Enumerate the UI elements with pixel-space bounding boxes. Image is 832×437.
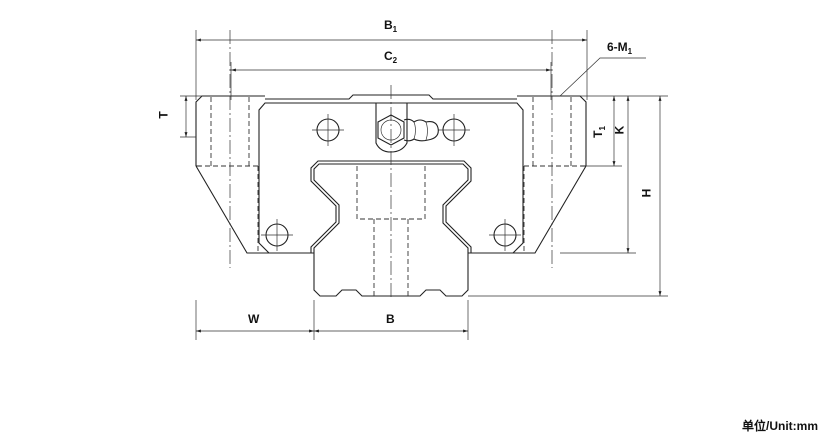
grease-nipple [375,103,439,153]
label-c2: C2 [384,49,398,65]
label-b1: B1 [384,18,398,34]
label-w: W [248,312,260,326]
label-b: B [386,312,395,326]
label-t1: T1 [590,126,607,138]
label-t: T [156,111,171,119]
leader-m1 [559,57,646,97]
unit-note: 单位/Unit:mm [742,419,818,433]
label-k: K [612,125,627,135]
label-h: H [639,188,654,198]
label-6-m1: 6-M1 [607,40,633,56]
